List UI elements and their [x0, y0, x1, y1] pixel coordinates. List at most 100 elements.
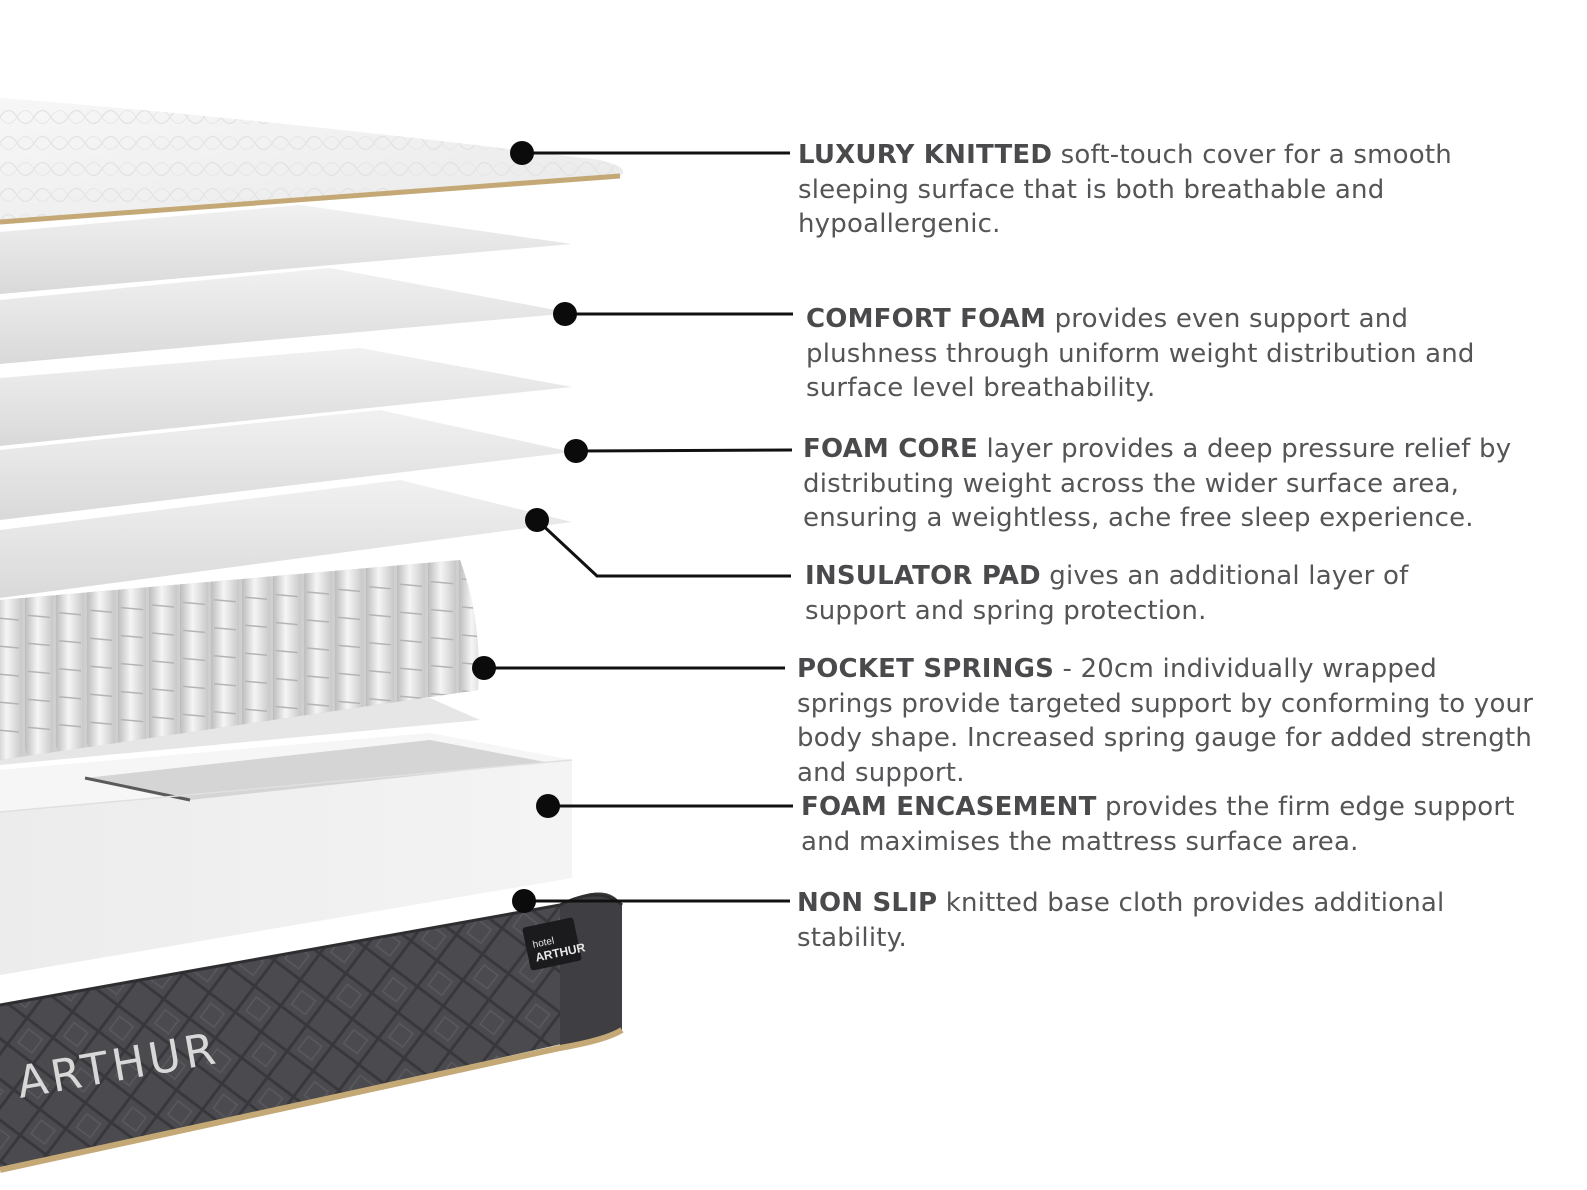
spring-fold	[306, 647, 330, 651]
spring-fold	[213, 683, 237, 687]
spring-fold	[399, 583, 423, 587]
spring-fold	[306, 675, 330, 679]
foam-core-dot	[564, 439, 588, 463]
spring-fold	[306, 619, 330, 623]
spring-fold	[244, 652, 268, 656]
spring-fold	[58, 696, 82, 700]
foam-encasement-text: provides the firm edge support and maxim…	[801, 792, 1515, 857]
spring-fold	[275, 677, 299, 682]
spring-fold	[275, 649, 299, 654]
pocket-springs-dot	[472, 656, 496, 680]
spring-fold	[151, 716, 175, 720]
spring-fold	[120, 634, 144, 639]
spring-fold	[182, 685, 206, 690]
comfort-foam-text: provides even support and plushness thro…	[806, 304, 1475, 403]
spring-fold	[89, 693, 113, 697]
spring-fold	[337, 672, 361, 677]
spring-fold	[399, 667, 423, 671]
foam-encasement-title: FOAM ENCASEMENT	[801, 792, 1097, 822]
spring-fold	[275, 621, 299, 626]
spring-fold	[368, 614, 392, 618]
non-slip-description: NON SLIP knitted base cloth provides add…	[797, 886, 1517, 955]
non-slip-title: NON SLIP	[797, 888, 938, 918]
foam-sheet-layer	[0, 348, 572, 446]
pocket-springs-description: POCKET SPRINGS - 20cm individually wrapp…	[797, 652, 1537, 790]
comfort-foam-layer	[0, 268, 572, 364]
spring-fold	[399, 611, 423, 615]
spring-fold	[306, 591, 330, 595]
spring-fold	[120, 718, 144, 723]
spring-fold	[0, 645, 20, 649]
spring-fold	[120, 662, 144, 667]
spring-fold	[0, 673, 20, 677]
spring-fold	[0, 729, 20, 733]
spring-fold	[337, 700, 361, 705]
leader-dots	[472, 141, 588, 913]
foam-core-layer	[0, 410, 572, 520]
spring-fold	[182, 713, 206, 718]
spring-fold	[27, 670, 51, 675]
spring-fold	[337, 644, 361, 649]
spring-fold	[368, 586, 392, 590]
spring-fold	[27, 614, 51, 619]
spring-fold	[213, 627, 237, 631]
insulator-pad-layer	[0, 480, 572, 598]
spring-fold	[151, 688, 175, 692]
spring-fold	[306, 703, 330, 707]
pocket-springs-text: - 20cm individually wrapped springs prov…	[797, 654, 1534, 788]
spring-fold	[213, 599, 237, 603]
spring-fold	[58, 612, 82, 616]
spring-fold	[430, 580, 454, 585]
spring-fold	[182, 601, 206, 606]
spring-fold	[89, 721, 113, 725]
spring-fold	[430, 664, 454, 669]
spring-fold	[0, 617, 20, 621]
spring-fold	[244, 624, 268, 628]
insulator-pad-description: INSULATOR PAD gives an additional layer …	[805, 559, 1495, 628]
spring-fold	[213, 711, 237, 715]
comfort-foam-description: COMFORT FOAM provides even support and p…	[806, 302, 1546, 406]
spring-fold	[461, 690, 479, 694]
luxury-knitted-description: LUXURY KNITTED soft-touch cover for a sm…	[798, 138, 1518, 242]
foam-encasement-layer	[0, 733, 573, 975]
spring-fold	[120, 606, 144, 611]
spring-fold	[27, 698, 51, 703]
spring-fold	[89, 665, 113, 669]
spring-fold	[27, 726, 51, 731]
spring-fold	[0, 701, 20, 705]
spring-fold	[244, 708, 268, 712]
spring-fold	[58, 668, 82, 672]
spring-fold	[151, 660, 175, 664]
spring-fold	[275, 593, 299, 598]
spring-fold	[430, 608, 454, 613]
spring-fold	[399, 639, 423, 643]
tag-top-text: hotel	[532, 936, 556, 951]
spring-fold	[89, 609, 113, 613]
spring-fold	[368, 670, 392, 674]
pocket-springs-title: POCKET SPRINGS	[797, 654, 1055, 684]
spring-fold	[461, 634, 479, 638]
hotel-arthur-tag: hotel ARTHUR	[522, 917, 587, 971]
foam-encasement-dot	[536, 794, 560, 818]
non-slip-text: knitted base cloth provides additional s…	[797, 888, 1445, 953]
spring-fold	[58, 724, 82, 728]
spring-fold	[275, 705, 299, 710]
foam-core-title: FOAM CORE	[803, 434, 978, 464]
foam-core-text: layer provides a deep pressure relief by…	[803, 434, 1512, 533]
luxury-knitted-text: soft-touch cover for a smooth sleeping s…	[798, 140, 1452, 239]
foam-core-description: FOAM CORE layer provides a deep pressure…	[803, 432, 1553, 536]
spring-fold	[213, 655, 237, 659]
spring-fold	[244, 680, 268, 684]
leader-lines	[484, 151, 793, 903]
spring-fold	[337, 616, 361, 621]
spring-fold	[151, 604, 175, 608]
spring-fold	[461, 606, 479, 610]
spring-fold	[368, 698, 392, 702]
spring-fold	[58, 640, 82, 644]
spring-fold	[182, 629, 206, 634]
spring-fold	[27, 642, 51, 647]
spring-fold	[399, 695, 423, 699]
insulator-pad-text: gives an additional layer of support and…	[805, 561, 1409, 626]
knitted-cover-layer	[0, 98, 624, 225]
spring-fold	[151, 632, 175, 636]
